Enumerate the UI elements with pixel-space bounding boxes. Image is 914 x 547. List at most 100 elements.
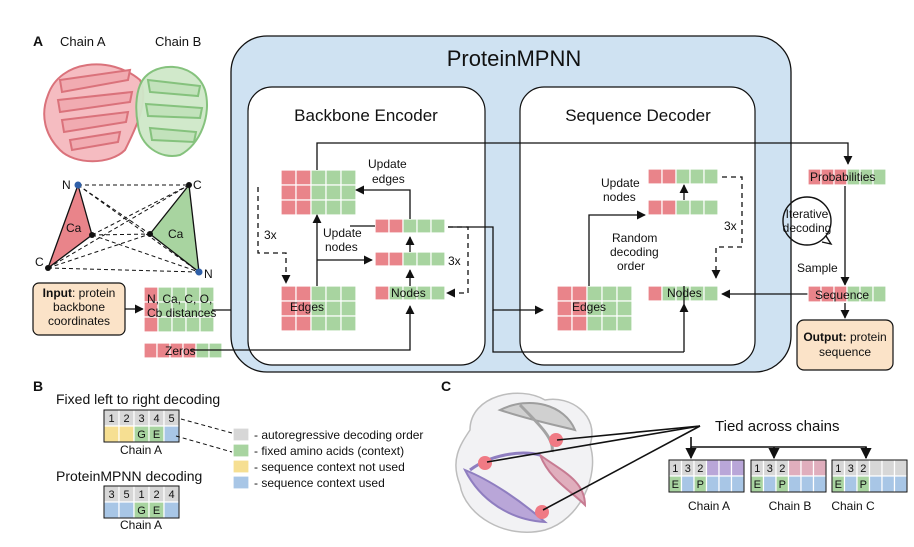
order-digit: 2 [779, 463, 785, 475]
grid-cell [340, 315, 357, 332]
decoder-arrows [492, 176, 850, 353]
decoder-bottom-node-vector [647, 285, 719, 302]
grid-cell [416, 251, 432, 267]
grid-cell [661, 168, 677, 185]
grid-cell [675, 168, 691, 185]
grid-cell [295, 285, 312, 302]
order-digit: 4 [153, 413, 159, 425]
atom-c-a: C [35, 255, 44, 269]
chain-block-border [831, 459, 908, 493]
order-cell [893, 459, 908, 477]
decoder-edges-grid [556, 285, 633, 332]
context-cell [881, 475, 896, 493]
grid-cell [430, 251, 446, 267]
grid-cell [616, 300, 633, 317]
sequence-decoder-panel [519, 86, 756, 366]
grid-border [103, 485, 180, 519]
grid-cell [103, 425, 120, 443]
atom-ca-b: Ca [168, 227, 184, 241]
panel-b-label: B [33, 378, 43, 394]
grid-cell [325, 184, 342, 201]
amino-acid: P [779, 479, 786, 491]
grid-cell [340, 169, 357, 186]
amino-acid: E [835, 479, 842, 491]
tied-chain-a-label: Chain A [688, 499, 730, 513]
grid-cell [647, 199, 663, 216]
grid-cell [586, 285, 603, 302]
context-cell [868, 475, 883, 493]
sequence-label: Sequence [815, 288, 869, 302]
sequence-vector [807, 285, 887, 303]
order-digit: 1 [754, 463, 760, 475]
grid-cell [163, 501, 180, 519]
fixed-decoding-title: Fixed left to right decoding [56, 391, 220, 407]
update-edges-line1: Update [368, 157, 407, 171]
context-cell [705, 475, 720, 493]
order-cell [800, 459, 815, 477]
amino-acid: E [754, 479, 761, 491]
iterative-line2: decoding [783, 221, 832, 235]
output-line2: sequence [819, 345, 871, 359]
input-line3: coordinates [48, 314, 110, 328]
decoder-repeat: 3x [724, 219, 737, 233]
order-digit: 3 [848, 463, 854, 475]
encoder-nodes-label: Nodes [391, 286, 426, 300]
context-cell [680, 475, 695, 493]
grid-cell [310, 315, 327, 332]
order-cell [881, 459, 896, 477]
amino-acid: G [137, 505, 146, 517]
random-order-line2: decoding [610, 245, 659, 259]
encoder-arrows [190, 142, 853, 351]
grid-cell [295, 169, 312, 186]
order-digit: 5 [168, 413, 174, 425]
legend-label: - fixed amino acids (context) [254, 444, 404, 458]
atom-c-b: C [193, 178, 202, 192]
grid-cell [325, 300, 342, 317]
context-cell [893, 475, 908, 493]
order-digit: 3 [138, 413, 144, 425]
grid-cell [689, 168, 705, 185]
grid-cell [340, 300, 357, 317]
grid-cell [689, 199, 705, 216]
grid-cell [601, 315, 618, 332]
fixed-chain-label: Chain A [120, 443, 162, 457]
encoder-repeat-right: 3x [448, 254, 461, 268]
grid-cell [295, 184, 312, 201]
grid-cell [199, 316, 215, 333]
grid-cell [280, 199, 297, 216]
mpnn-decoding-title: ProteinMPNN decoding [56, 468, 202, 484]
amino-acid: E [672, 479, 679, 491]
grid-cell [675, 199, 691, 216]
probabilities-vector [807, 168, 887, 186]
output-box [796, 319, 894, 371]
grid-cell [310, 285, 327, 302]
panel-b-legend: - autoregressive decoding order- fixed a… [232, 427, 423, 490]
grid-cell [647, 168, 663, 185]
amino-acid: E [153, 505, 160, 517]
encoder-mid-node-vector [374, 218, 446, 234]
input-label: Input: protein [43, 286, 116, 300]
encoder-edges-grid [280, 285, 357, 332]
chain-block-border [750, 459, 827, 493]
grid-cell [571, 315, 588, 332]
encoder-bottom-node-vector [374, 285, 446, 301]
grid-cell [325, 315, 342, 332]
atom-n-a: N [62, 178, 71, 192]
protein-structure-image [43, 63, 208, 163]
legend-label: - sequence context used [254, 476, 385, 490]
decoder-mid-node-vector [647, 199, 719, 216]
panel-a-label: A [33, 33, 43, 49]
grid-cell [280, 184, 297, 201]
grid-cell [295, 199, 312, 216]
order-digit: 3 [685, 463, 691, 475]
update-edges-line2: edges [372, 172, 405, 186]
grid-cell [703, 285, 719, 302]
amino-acid: G [137, 429, 146, 441]
order-cell [730, 459, 745, 477]
grid-cell [402, 218, 418, 234]
grid-cell [872, 285, 887, 303]
encoder-title: Backbone Encoder [294, 106, 438, 125]
grid-cell [295, 315, 312, 332]
